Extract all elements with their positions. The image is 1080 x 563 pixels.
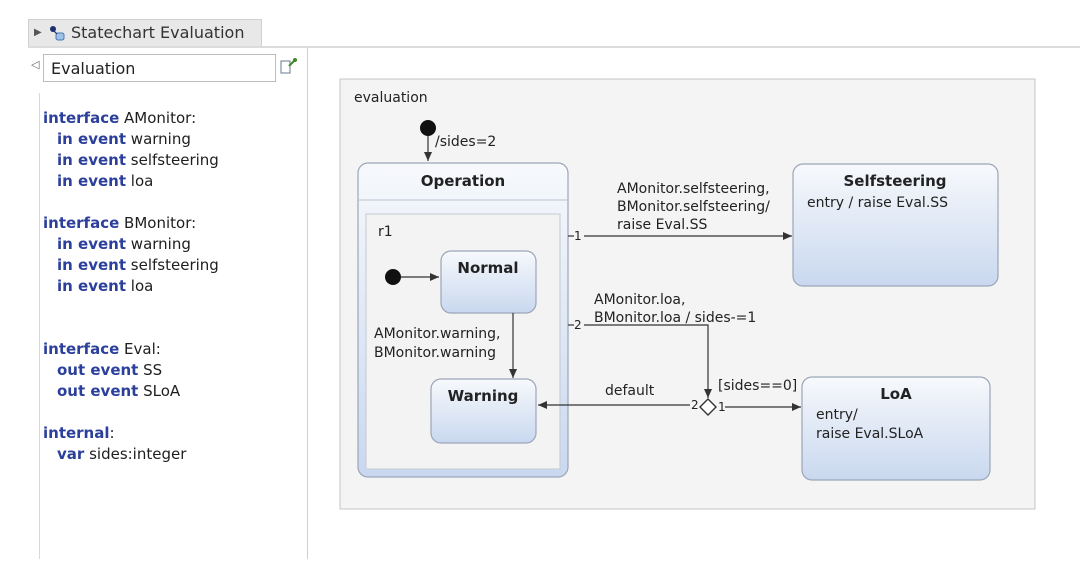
keyword: in event bbox=[57, 151, 127, 169]
pane-divider bbox=[39, 93, 40, 559]
editor-titlebar: ▶ Statechart Evaluation bbox=[0, 0, 1080, 48]
selfsteering-transition-label-1: AMonitor.selfsteering, bbox=[617, 181, 770, 197]
keyword: in event bbox=[57, 277, 127, 295]
choice-priority-left: 2 bbox=[691, 398, 699, 412]
keyword: internal bbox=[43, 424, 110, 442]
declaration-line: in event warning bbox=[43, 234, 219, 255]
declaration-line bbox=[43, 192, 219, 213]
editor-tab[interactable]: ▶ Statechart Evaluation bbox=[28, 19, 262, 48]
declaration-line bbox=[43, 297, 219, 318]
selfsteering-transition-label-2: BMonitor.selfsteering/ bbox=[617, 199, 770, 215]
declaration-text: warning bbox=[126, 130, 191, 148]
declaration-line: var sides:integer bbox=[43, 444, 219, 465]
declaration-line: out event SS bbox=[43, 360, 219, 381]
keyword: in event bbox=[57, 256, 127, 274]
region-name: evaluation bbox=[354, 90, 428, 106]
selfsteering-state[interactable] bbox=[792, 163, 999, 287]
keyword: interface bbox=[43, 340, 120, 358]
declaration-line: internal: bbox=[43, 423, 219, 444]
keyword: in event bbox=[57, 130, 127, 148]
statechart-diagram: evaluation /sides=2 Operation r1 Normal … bbox=[339, 78, 1036, 510]
pin-icon[interactable] bbox=[280, 57, 298, 75]
loa-transition-label-1: AMonitor.loa, bbox=[594, 292, 685, 308]
declaration-line bbox=[43, 318, 219, 339]
selfsteering-state-name: Selfsteering bbox=[843, 172, 946, 190]
statechart-name-field[interactable]: Evaluation bbox=[43, 54, 276, 82]
warning-state-name: Warning bbox=[448, 387, 519, 405]
declaration-line bbox=[43, 402, 219, 423]
initial-transition-label: /sides=2 bbox=[435, 134, 496, 150]
declaration-text: loa bbox=[126, 172, 154, 190]
loa-entry-line-1: entry/ bbox=[816, 407, 858, 423]
initial-state[interactable] bbox=[420, 120, 436, 136]
declaration-text: loa bbox=[126, 277, 154, 295]
warning-state[interactable] bbox=[430, 378, 537, 444]
keyword: interface bbox=[43, 214, 120, 232]
keyword: in event bbox=[57, 235, 127, 253]
r1-region-name: r1 bbox=[378, 224, 393, 240]
declaration-line: in event loa bbox=[43, 171, 219, 192]
declaration-text: SLoA bbox=[138, 382, 181, 400]
declaration-line: interface AMonitor: bbox=[43, 108, 219, 129]
declaration-line: out event SLoA bbox=[43, 381, 219, 402]
priority-label-2: 2 bbox=[574, 318, 582, 332]
choice-pseudostate[interactable] bbox=[699, 398, 717, 416]
choice-priority-right: 1 bbox=[718, 400, 726, 414]
keyword: in event bbox=[57, 172, 127, 190]
definition-section-pane: ◁ Evaluation interface AMonitor:in event… bbox=[28, 48, 308, 559]
declaration-text: BMonitor: bbox=[119, 214, 197, 232]
collapse-icon[interactable]: ◁ bbox=[31, 58, 40, 71]
diagram-canvas[interactable]: evaluation /sides=2 Operation r1 Normal … bbox=[308, 48, 1080, 559]
loa-state[interactable] bbox=[801, 376, 991, 481]
declaration-line: interface BMonitor: bbox=[43, 213, 219, 234]
priority-label-1: 1 bbox=[574, 229, 582, 243]
declaration-text: SS bbox=[138, 361, 163, 379]
triangle-right-icon[interactable]: ▶ bbox=[34, 27, 42, 38]
declaration-line: interface Eval: bbox=[43, 339, 219, 360]
normal-state-name: Normal bbox=[457, 259, 518, 277]
declaration-text: sides:integer bbox=[84, 445, 187, 463]
statechart-name-value[interactable]: Evaluation bbox=[51, 59, 136, 78]
declaration-text: : bbox=[109, 424, 115, 442]
keyword: out event bbox=[57, 382, 139, 400]
declaration-text: Eval: bbox=[119, 340, 161, 358]
declaration-text: selfsteering bbox=[126, 256, 219, 274]
warning-transition-label-1: AMonitor.warning, bbox=[374, 326, 500, 342]
keyword: interface bbox=[43, 109, 120, 127]
r1-initial-state[interactable] bbox=[385, 269, 401, 285]
warning-transition-label-2: BMonitor.warning bbox=[374, 345, 496, 361]
declaration-line: in event selfsteering bbox=[43, 255, 219, 276]
loa-state-name: LoA bbox=[880, 385, 912, 403]
keyword: var bbox=[57, 445, 85, 463]
operation-to-choice-transition[interactable] bbox=[584, 324, 712, 398]
tab-strip bbox=[28, 46, 1080, 48]
declaration-text: warning bbox=[126, 235, 191, 253]
keyword: out event bbox=[57, 361, 139, 379]
loa-entry-line-2: raise Eval.SLoA bbox=[816, 426, 924, 442]
loa-transition-label-2: BMonitor.loa / sides-=1 bbox=[594, 310, 756, 326]
operation-state-name: Operation bbox=[421, 172, 505, 190]
selfsteering-transition-label-3: raise Eval.SS bbox=[617, 217, 708, 233]
guard-label: [sides==0] bbox=[718, 378, 797, 394]
declaration-line: in event warning bbox=[43, 129, 219, 150]
normal-state[interactable] bbox=[440, 250, 537, 314]
declaration-text: selfsteering bbox=[126, 151, 219, 169]
selfsteering-entry-action: entry / raise Eval.SS bbox=[807, 195, 948, 211]
declaration-line: in event selfsteering bbox=[43, 150, 219, 171]
tab-title: Statechart Evaluation bbox=[71, 23, 245, 42]
declaration-text: AMonitor: bbox=[119, 109, 197, 127]
default-transition-label: default bbox=[605, 383, 655, 399]
declaration-line: in event loa bbox=[43, 276, 219, 297]
statechart-icon bbox=[50, 26, 65, 41]
